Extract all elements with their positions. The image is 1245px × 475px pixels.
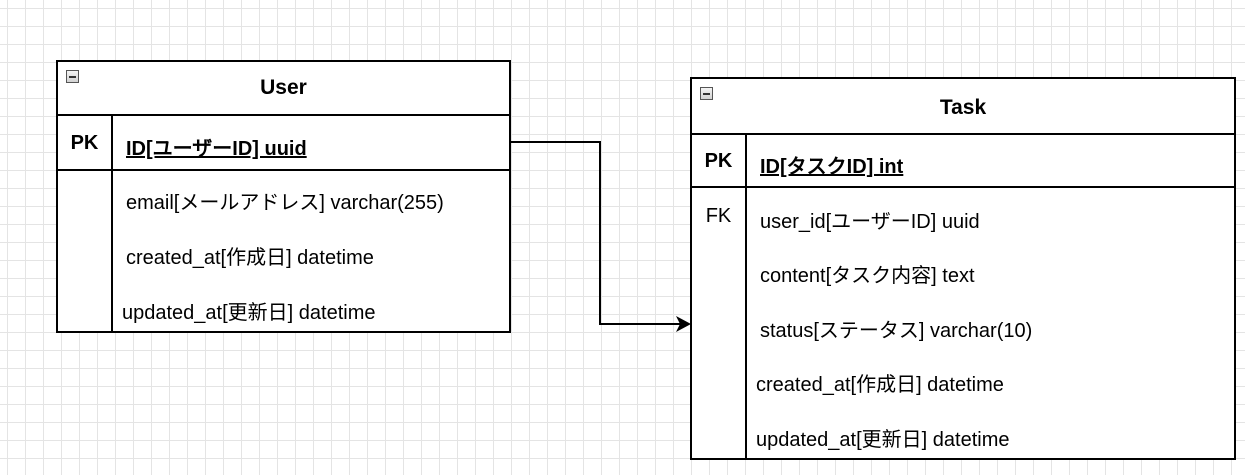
attribute-name: created_at[作成日] datetime: [126, 247, 374, 269]
entity-title: User: [260, 76, 307, 99]
attribute-name: created_at[作成日] datetime: [756, 374, 1004, 396]
attribute-name: ID[ユーザーID] uuid: [126, 138, 307, 160]
key-label: FK: [705, 205, 732, 227]
attribute-name: updated_at[更新日] datetime: [756, 429, 1010, 451]
divider: [692, 133, 1234, 135]
column-divider: [111, 114, 113, 333]
attribute-name: email[メールアドレス] varchar(255): [126, 192, 444, 214]
arrowhead-icon: [676, 316, 691, 332]
entity-user[interactable]: User PK ID[ユーザーID] uuid email[メールアドレス] v…: [56, 60, 511, 333]
entity-task[interactable]: Task PK ID[タスクID] int FK user_id[ユーザーID]…: [690, 77, 1236, 460]
connector-line[interactable]: [511, 141, 680, 325]
column-divider: [745, 133, 747, 460]
attribute-name: status[ステータス] varchar(10): [760, 320, 1033, 342]
entity-title: Task: [939, 96, 987, 119]
divider: [58, 169, 509, 171]
collapse-icon[interactable]: [700, 87, 713, 100]
attribute-name: updated_at[更新日] datetime: [122, 302, 376, 324]
attribute-name: ID[タスクID] int: [760, 156, 904, 178]
divider: [58, 114, 509, 116]
attribute-name: user_id[ユーザーID] uuid: [760, 211, 980, 233]
key-label: PK: [704, 150, 733, 172]
collapse-icon[interactable]: [66, 70, 79, 83]
divider: [692, 186, 1234, 188]
attribute-name: content[タスク内容] text: [760, 265, 975, 287]
key-label: PK: [70, 132, 99, 154]
